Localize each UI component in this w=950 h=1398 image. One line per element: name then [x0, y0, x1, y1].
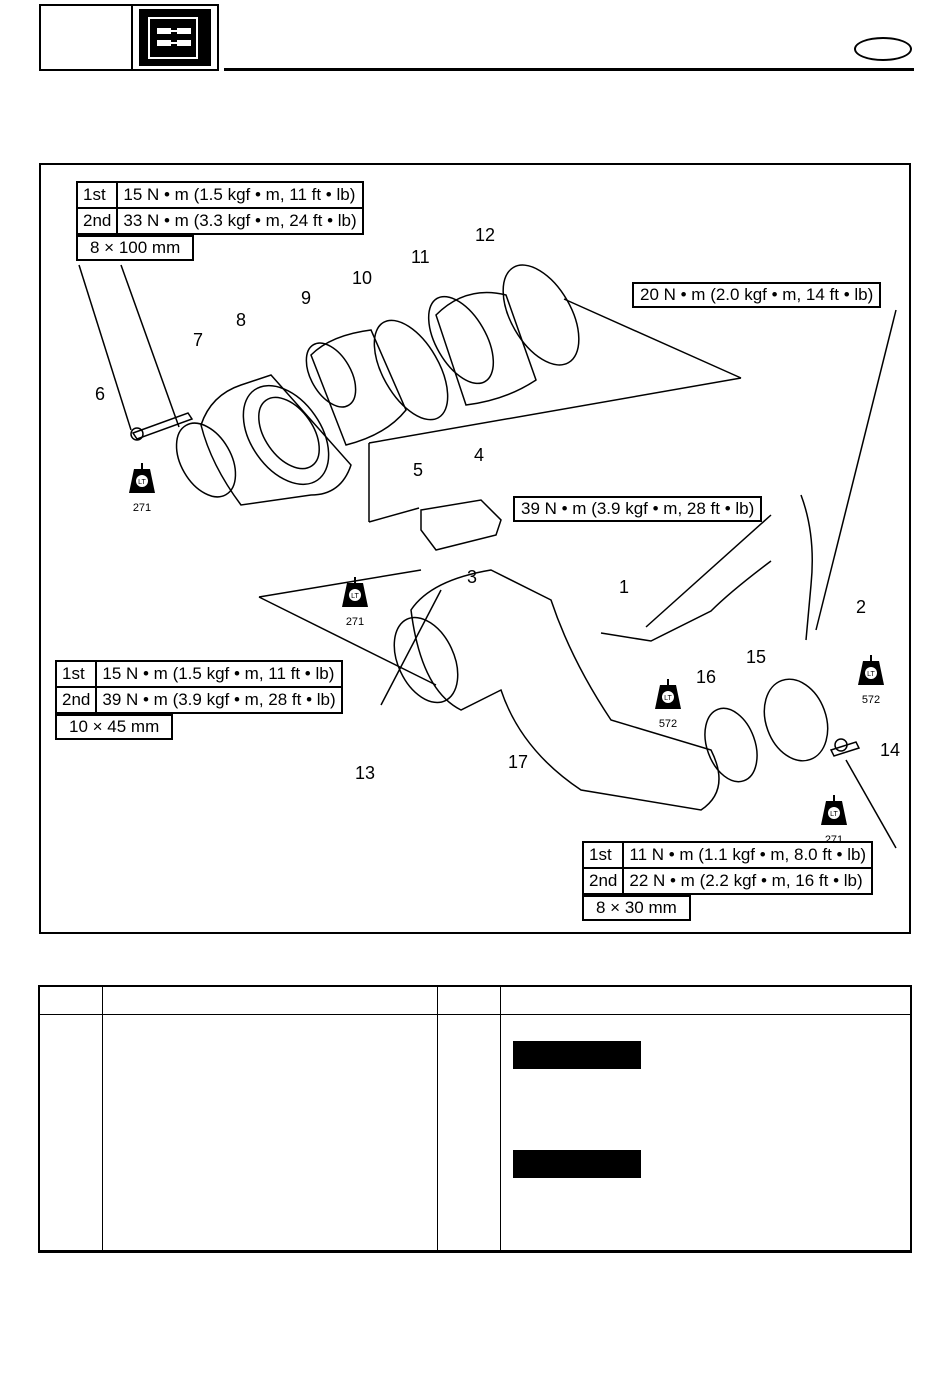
part-number: 6 [95, 384, 106, 404]
part-number: 1 [619, 577, 630, 597]
table-header-rule [40, 1014, 910, 1015]
loctite-572-icon: LT 572 [856, 655, 886, 706]
step-label: 2nd [581, 867, 625, 895]
part-number: 17 [508, 752, 529, 772]
part-number: 12 [475, 225, 496, 245]
torque-value: 22 N • m (2.2 kgf • m, 16 ft • lb) [622, 867, 874, 895]
step-label: 2nd [75, 207, 119, 235]
step-label: 1st [54, 660, 98, 688]
part-number: 16 [696, 667, 717, 687]
bolt-size-14: 8 × 30 mm [582, 895, 691, 921]
column-divider [437, 987, 438, 1250]
step-label: 2nd [54, 686, 98, 714]
section-icon-box [131, 4, 219, 71]
torque-value: 15 N • m (1.5 kgf • m, 11 ft • lb) [95, 660, 343, 688]
part-number: 11 [411, 247, 430, 267]
part-number: 15 [746, 647, 767, 667]
loctite-code: 271 [824, 834, 844, 846]
language-badge [854, 37, 912, 61]
loctite-code: 572 [861, 694, 881, 706]
header-rule [224, 68, 914, 71]
part-number: 9 [301, 288, 312, 308]
column-divider [500, 987, 501, 1250]
redacted-block [513, 1150, 641, 1178]
part-number: 2 [856, 597, 867, 617]
part-number: 3 [467, 567, 478, 587]
loctite-271-icon: LT 271 [340, 577, 370, 628]
torque-spec-sensor-1: 39 N • m (3.9 kgf • m, 28 ft • lb) [513, 496, 763, 522]
loctite-271-icon: LT 271 [127, 463, 157, 514]
loctite-code: 271 [345, 616, 365, 628]
loctite-label: LT [664, 695, 672, 702]
torque-value: 33 N • m (3.3 kgf • m, 24 ft • lb) [116, 207, 364, 235]
part-number: 7 [193, 330, 204, 350]
torque-value: 15 N • m (1.5 kgf • m, 11 ft • lb) [116, 181, 364, 209]
part-number: 13 [355, 763, 376, 783]
loctite-label: LT [138, 479, 146, 486]
exhaust-assembly-drawing [78, 264, 897, 849]
loctite-code: 572 [658, 718, 678, 730]
torque-spec-sensor-2: 20 N • m (2.0 kgf • m, 14 ft • lb) [632, 282, 882, 308]
loctite-code: 271 [132, 502, 152, 514]
bolt-size-6: 8 × 100 mm [76, 235, 195, 261]
loctite-572-icon: LT 572 [653, 679, 683, 730]
redacted-block [513, 1041, 641, 1069]
torque-value: 39 N • m (3.9 kgf • m, 28 ft • lb) [95, 686, 343, 714]
loctite-271-icon: LT 271 [819, 795, 849, 846]
part-number: 14 [880, 740, 901, 760]
column-divider [102, 987, 103, 1250]
part-number: 8 [236, 310, 247, 330]
parts-table [38, 985, 912, 1253]
engine-electrical-icon [139, 9, 211, 66]
part-number: 10 [352, 268, 373, 288]
loctite-label: LT [830, 811, 838, 818]
chapter-number-box [39, 4, 133, 71]
loctite-label: LT [867, 671, 875, 678]
step-label: 1st [581, 841, 625, 869]
step-label: 1st [75, 181, 119, 209]
torque-value: 11 N • m (1.1 kgf • m, 8.0 ft • lb) [622, 841, 874, 869]
loctite-label: LT [351, 593, 359, 600]
part-number: 5 [413, 460, 424, 480]
part-number: 4 [474, 445, 485, 465]
bolt-size-3: 10 × 45 mm [55, 714, 174, 740]
